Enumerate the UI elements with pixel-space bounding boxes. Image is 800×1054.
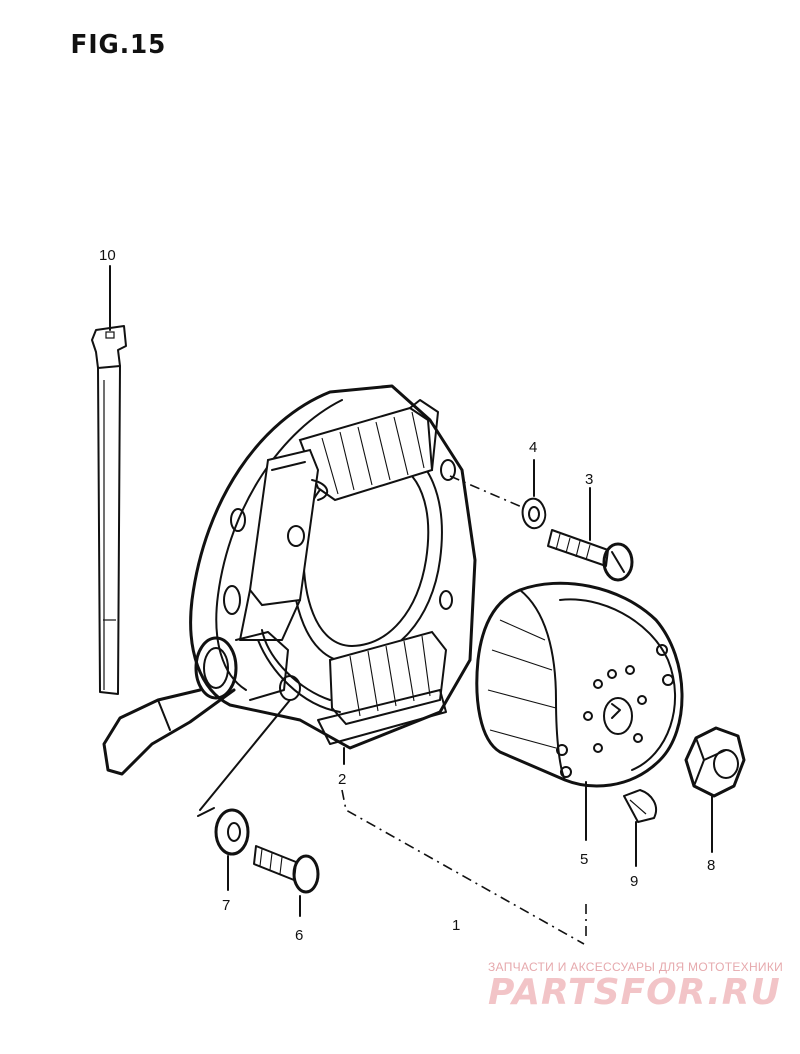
leader-lines (109, 265, 713, 945)
rotor-part-5 (475, 581, 684, 788)
nut-part-8 (684, 726, 746, 798)
callout-1: 1 (452, 917, 461, 934)
callout-7: 7 (222, 897, 231, 914)
figure-title: FIG.15 (70, 30, 167, 60)
callout-3: 3 (585, 471, 594, 488)
cable-tie-part-10 (91, 325, 127, 695)
callout-2: 2 (338, 771, 347, 788)
screw-part-6 (253, 845, 320, 894)
washer-part-4 (521, 497, 547, 530)
key-part-9 (623, 789, 658, 823)
callout-6: 6 (295, 927, 304, 944)
callout-4: 4 (529, 439, 538, 456)
callout-8: 8 (707, 857, 716, 874)
callout-5: 5 (580, 851, 589, 868)
stator-assembly-part-1 (189, 384, 477, 750)
watermark-logo: PARTSFOR.RU (488, 972, 781, 1013)
screw-part-3 (547, 529, 634, 582)
wire-harness (102, 631, 301, 817)
washer-part-7 (214, 808, 250, 856)
watermark-tagline: ЗАПЧАСТИ И АКСЕССУАРЫ ДЛЯ МОТОТЕХНИКИ (488, 960, 784, 974)
callout-9: 9 (630, 873, 639, 890)
callout-10: 10 (99, 247, 116, 264)
